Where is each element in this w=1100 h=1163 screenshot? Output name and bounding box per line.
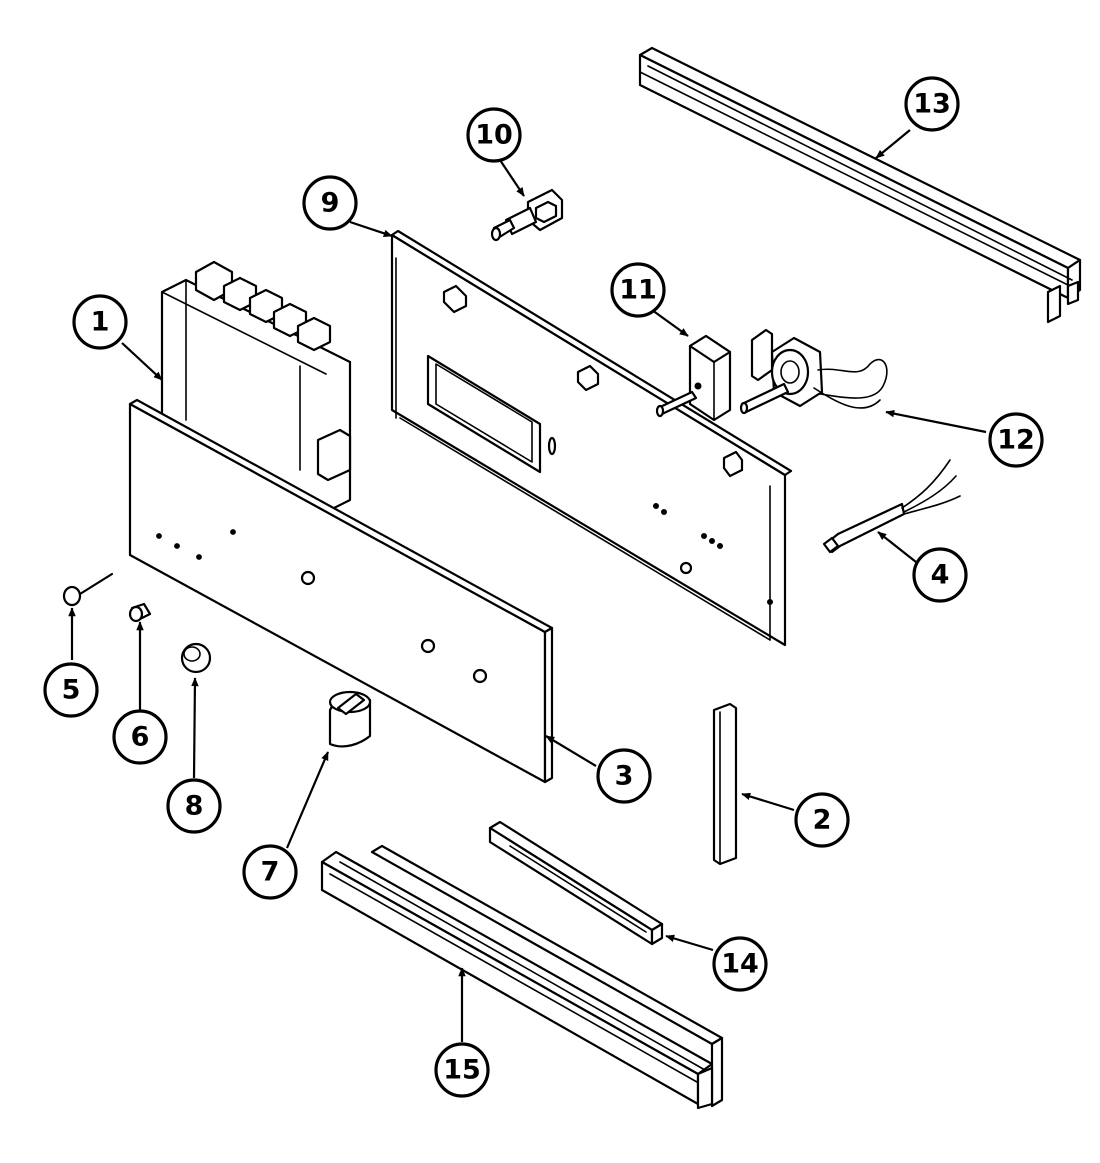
callout-2-label: 2 <box>813 805 832 836</box>
callout-3-label: 3 <box>615 761 634 792</box>
leader-4 <box>877 531 917 563</box>
callout-12-label: 12 <box>997 425 1035 456</box>
callout-15: 15 <box>434 1042 490 1098</box>
callout-8: 8 <box>166 778 222 834</box>
callout-6: 6 <box>112 709 168 765</box>
callout-5-label: 5 <box>62 675 81 706</box>
callout-3: 3 <box>596 748 652 804</box>
callout-15-circle <box>434 1042 490 1098</box>
callout-9-label: 9 <box>321 188 340 219</box>
leader-2 <box>741 792 795 812</box>
leader-11 <box>651 309 689 337</box>
leader-14 <box>665 934 714 952</box>
callout-13-circle <box>904 76 960 132</box>
callout-4-label: 4 <box>931 560 950 591</box>
callout-4: 4 <box>912 547 968 603</box>
callout-6-circle <box>112 709 168 765</box>
callout-6-label: 6 <box>131 722 150 753</box>
leader-arrows <box>68 129 987 1042</box>
callout-8-circle <box>166 778 222 834</box>
callout-5-circle <box>43 662 99 718</box>
leader-12 <box>885 409 987 434</box>
part-13-top-trim-extrusion <box>638 46 1082 324</box>
callout-3-circle <box>596 748 652 804</box>
callout-9-circle <box>302 175 358 231</box>
part-15-bottom-trim-extrusion <box>320 844 724 1110</box>
part-3-front-control-panel <box>128 398 554 784</box>
callout-7-label: 7 <box>261 857 280 888</box>
callout-2-circle <box>794 792 850 848</box>
part-10-switch <box>490 188 564 242</box>
part-5-screw <box>62 572 114 607</box>
callout-11-label: 11 <box>619 275 657 306</box>
callout-12: 12 <box>988 412 1044 468</box>
callout-4-circle <box>912 547 968 603</box>
callout-2: 2 <box>794 792 850 848</box>
part-6-spacer <box>128 602 152 623</box>
leader-9 <box>349 220 393 238</box>
callout-8-label: 8 <box>185 791 204 822</box>
leader-13 <box>875 129 911 159</box>
callout-7-circle <box>242 844 298 900</box>
part-4-sensor-probe <box>822 459 961 554</box>
callout-10: 10 <box>466 107 522 163</box>
part-7-knob <box>328 690 372 748</box>
callout-10-circle <box>466 107 522 163</box>
part-12-timer-motor <box>739 328 888 415</box>
leader-1 <box>121 342 163 381</box>
callout-12-circle <box>988 412 1044 468</box>
part-9-back-panel <box>390 229 793 647</box>
part-14-trim-bracket <box>488 820 664 946</box>
callout-9: 9 <box>302 175 358 231</box>
callout-11: 11 <box>610 262 666 318</box>
callout-13-label: 13 <box>913 89 951 120</box>
leader-3 <box>545 735 597 767</box>
callout-1-circle <box>72 294 128 350</box>
callout-11-circle <box>610 262 666 318</box>
leader-8 <box>191 677 199 779</box>
callout-14-circle <box>712 936 768 992</box>
callout-10-label: 10 <box>475 120 513 151</box>
callout-13: 13 <box>904 76 960 132</box>
part-11-control-switch <box>655 334 732 422</box>
leader-7 <box>285 751 330 849</box>
callout-7: 7 <box>242 844 298 900</box>
leader-10 <box>499 159 525 197</box>
callout-14-label: 14 <box>721 949 759 980</box>
callout-5: 5 <box>43 662 99 718</box>
callout-14: 14 <box>712 936 768 992</box>
callout-1-label: 1 <box>91 307 110 338</box>
part-8-button-cap <box>180 642 212 674</box>
part-2-side-strip <box>712 702 738 866</box>
callout-1: 1 <box>72 294 128 350</box>
callout-15-label: 15 <box>443 1055 481 1086</box>
